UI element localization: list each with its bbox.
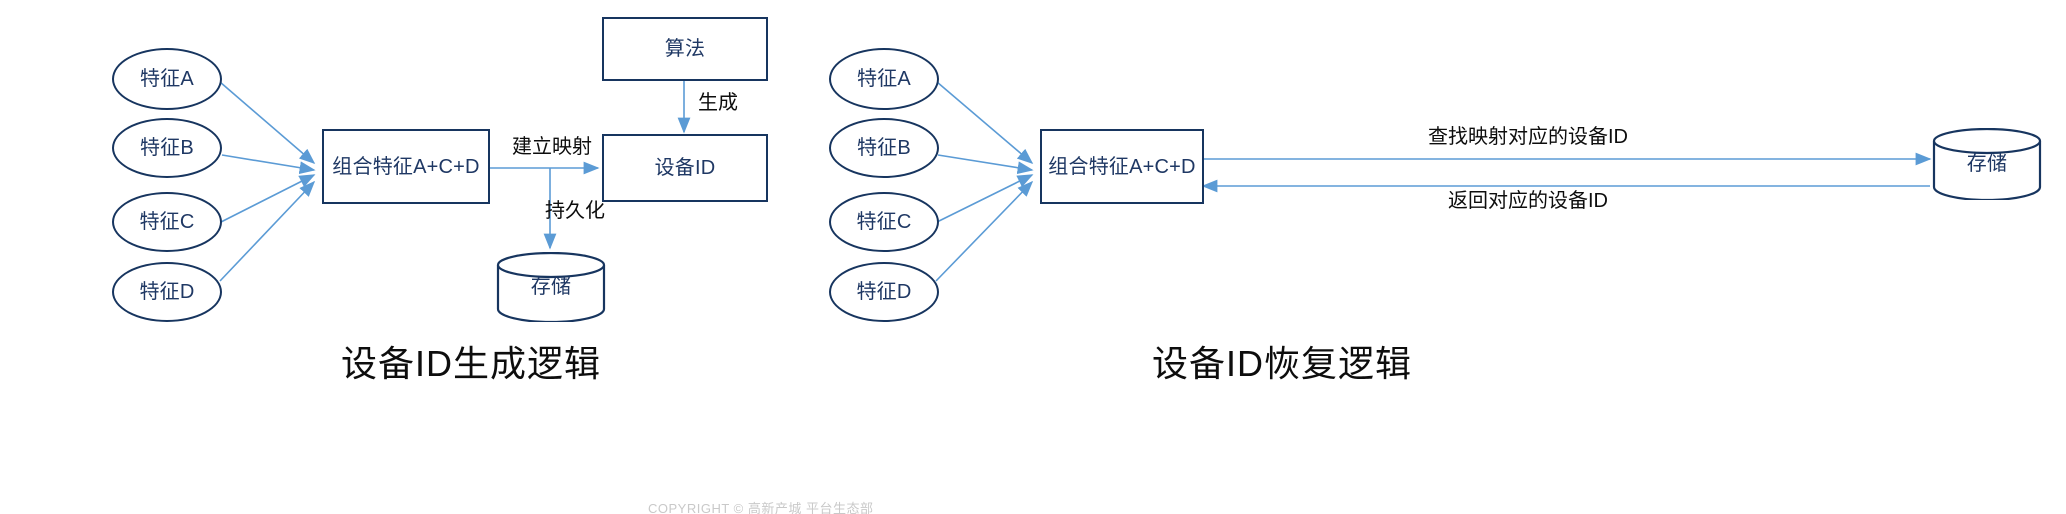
left-edge-label-persist: 持久化 [545,200,605,222]
left-combine-feature-label: 组合特征A+C+D [332,155,480,178]
left-feature-c-node[interactable]: 特征C [112,192,222,252]
right-panel-caption: 设备ID恢复逻辑 [1152,343,1413,384]
left-device-id-box[interactable]: 设备ID [602,134,768,202]
right-feature-a-node[interactable]: 特征A [829,48,939,110]
left-device-id-label: 设备ID [654,157,716,179]
right-edge-label-query-mapping: 查找映射对应的设备ID [1428,126,1628,148]
right-feature-a-label: 特征A [857,68,911,90]
left-storage-cylinder[interactable]: 存储 [496,252,606,322]
left-panel-caption: 设备ID生成逻辑 [341,343,602,384]
right-storage-label: 存储 [1966,153,2008,175]
right-feature-d-node[interactable]: 特征D [829,262,939,322]
left-combine-feature-box[interactable]: 组合特征A+C+D [322,129,490,204]
edge-r-featureC-to-combine [936,174,1034,223]
right-feature-b-label: 特征B [857,137,911,159]
right-feature-d-label: 特征D [856,281,912,303]
edge-featureC-to-combine [220,174,316,223]
left-feature-b-label: 特征B [140,137,194,159]
left-edge-label-create-mapping: 建立映射 [512,136,592,158]
storage-cylinder-icon [496,252,606,322]
edge-featureD-to-combine [219,180,316,282]
left-feature-a-node[interactable]: 特征A [112,48,222,110]
edge-r-featureA-to-combine [936,81,1034,165]
left-feature-d-node[interactable]: 特征D [112,262,222,322]
right-combine-feature-label: 组合特征A+C+D [1048,155,1196,178]
right-feature-b-node[interactable]: 特征B [829,118,939,178]
footer-watermark: COPYRIGHT © 高新产城 平台生态部 [648,501,874,514]
right-storage-cylinder[interactable]: 存储 [1932,128,2042,200]
left-algorithm-label: 算法 [664,38,706,60]
storage-cylinder-icon [1932,128,2042,200]
left-feature-c-label: 特征C [139,211,195,233]
left-storage-label: 存储 [530,276,572,298]
edge-r-featureB-to-combine [937,154,1034,175]
edge-r-featureD-to-combine [935,180,1034,282]
left-feature-a-label: 特征A [140,68,194,90]
right-feature-c-node[interactable]: 特征C [829,192,939,252]
left-algorithm-box[interactable]: 算法 [602,17,768,81]
right-feature-c-label: 特征C [856,211,912,233]
right-edge-label-return-device-id: 返回对应的设备ID [1448,190,1608,212]
left-feature-d-label: 特征D [139,281,195,303]
edge-featureA-to-combine [219,81,316,165]
left-edge-label-generate: 生成 [698,92,738,114]
left-feature-b-node[interactable]: 特征B [112,118,222,178]
right-combine-feature-box[interactable]: 组合特征A+C+D [1040,129,1204,204]
edge-featureB-to-combine [221,154,316,174]
